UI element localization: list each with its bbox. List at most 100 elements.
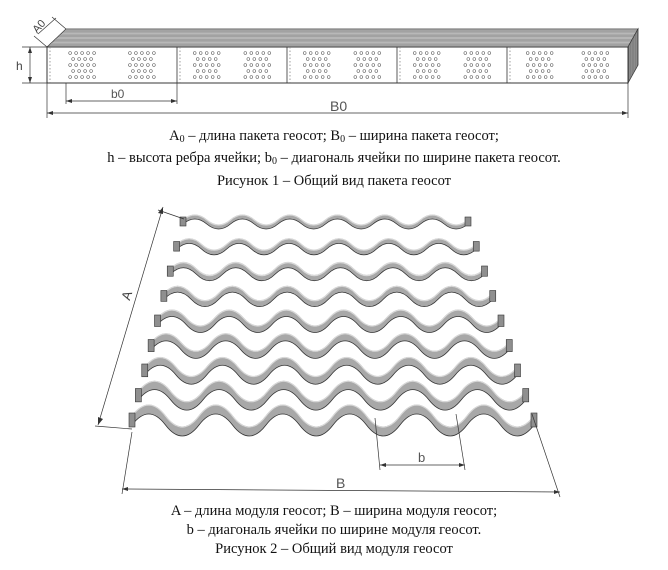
perforation-hole: [484, 69, 488, 73]
perforation-hole: [303, 51, 307, 55]
perforation-hole: [549, 75, 554, 79]
perforation-hole: [481, 51, 485, 55]
perforation-hole: [321, 75, 325, 79]
perforation-hole: [437, 63, 441, 67]
mesh-end-tab: [522, 388, 530, 403]
perforation-hole: [211, 75, 215, 79]
perforation-hole: [89, 69, 93, 73]
perforation-hole: [371, 63, 375, 67]
perforation-hole: [419, 63, 423, 67]
perforation-hole: [74, 75, 78, 79]
perforation-hole: [83, 57, 87, 61]
module-drawing: A B b: [94, 206, 561, 498]
mesh-end-tab: [160, 290, 168, 302]
perforation-hole: [128, 75, 132, 79]
perforation-hole: [599, 63, 604, 67]
perforation-hole: [214, 69, 218, 73]
perforation-hole: [362, 69, 366, 73]
perforation-hole: [193, 51, 197, 55]
perforation-hole: [140, 75, 144, 79]
mesh-end-tab: [489, 290, 497, 302]
perforation-hole: [359, 63, 363, 67]
perforation-hole: [374, 57, 378, 61]
perforation-hole: [549, 51, 554, 55]
perforation-hole: [202, 69, 206, 73]
mesh-end-tab: [128, 412, 136, 428]
perforation-hole: [261, 63, 265, 67]
perforation-hole: [472, 69, 476, 73]
mesh-end-tab: [179, 216, 187, 227]
perforation-hole: [531, 63, 536, 67]
perforation-hole: [368, 69, 372, 73]
mesh-strip-highlight: [163, 285, 494, 302]
figure1-caption: A0 – длина пакета геосот; B0 – ширина па…: [0, 127, 668, 191]
perforation-hole: [306, 57, 310, 61]
perforation-hole: [211, 63, 215, 67]
mesh-end-tab: [135, 388, 142, 403]
perforation-hole: [469, 51, 473, 55]
perforation-hole: [581, 63, 586, 67]
perforation-hole: [71, 57, 75, 61]
module-width-label: B: [336, 475, 345, 491]
perforation-hole: [131, 57, 135, 61]
perforation-hole: [131, 69, 135, 73]
perforation-hole: [431, 63, 435, 67]
perforation-hole: [371, 51, 375, 55]
perforation-hole: [605, 75, 610, 79]
perforation-hole: [208, 57, 212, 61]
perforation-hole: [264, 69, 268, 73]
perforation-hole: [419, 75, 423, 79]
perforation-hole: [312, 69, 316, 73]
perforation-hole: [584, 69, 589, 73]
perforation-hole: [481, 75, 485, 79]
mesh-end-tab: [505, 339, 513, 352]
perforation-hole: [416, 57, 420, 61]
perforation-hole: [315, 75, 319, 79]
module-length-label: A: [118, 289, 135, 302]
figure1-caption-line2: h – высота ребра ячейки; b0 – диагональ …: [107, 150, 561, 167]
perforation-hole: [525, 75, 530, 79]
perforation-hole: [258, 69, 262, 73]
depth-label: A0: [30, 18, 48, 36]
perforation-hole: [525, 63, 530, 67]
perforation-hole: [602, 57, 607, 61]
perforation-hole: [425, 75, 429, 79]
perforation-hole: [359, 75, 363, 79]
perforation-hole: [321, 63, 325, 67]
mesh-end-tab: [472, 241, 480, 252]
perforation-hole: [86, 63, 90, 67]
perforation-hole: [193, 75, 197, 79]
perforation-hole: [487, 63, 491, 67]
perforation-hole: [371, 75, 375, 79]
perforation-hole: [537, 75, 542, 79]
perforation-hole: [193, 63, 197, 67]
perforation-hole: [243, 63, 247, 67]
perforation-hole: [140, 63, 144, 67]
perforation-hole: [261, 75, 265, 79]
perforation-hole: [74, 51, 78, 55]
perforation-hole: [528, 69, 533, 73]
perforation-hole: [306, 69, 310, 73]
figure2-caption: A – длина модуля геосот; B – ширина моду…: [0, 502, 668, 559]
perforation-hole: [531, 51, 536, 55]
perforation-hole: [264, 57, 268, 61]
perforation-hole: [80, 75, 84, 79]
perforation-hole: [478, 69, 482, 73]
perforation-hole: [587, 75, 592, 79]
perforation-hole: [478, 57, 482, 61]
perforation-hole: [134, 63, 138, 67]
perforation-hole: [92, 51, 96, 55]
perforation-hole: [92, 63, 96, 67]
perforation-hole: [92, 75, 96, 79]
perforation-hole: [303, 63, 307, 67]
perforation-hole: [267, 63, 271, 67]
perforation-hole: [68, 75, 72, 79]
perforation-hole: [134, 75, 138, 79]
perforation-hole: [261, 51, 265, 55]
perforation-hole: [217, 75, 221, 79]
perforation-hole: [475, 63, 479, 67]
perforation-hole: [128, 63, 132, 67]
perforation-hole: [217, 63, 221, 67]
figure1-caption-line1: A0 – длина пакета геосот; B0 – ширина па…: [169, 128, 499, 145]
perforation-hole: [469, 63, 473, 67]
